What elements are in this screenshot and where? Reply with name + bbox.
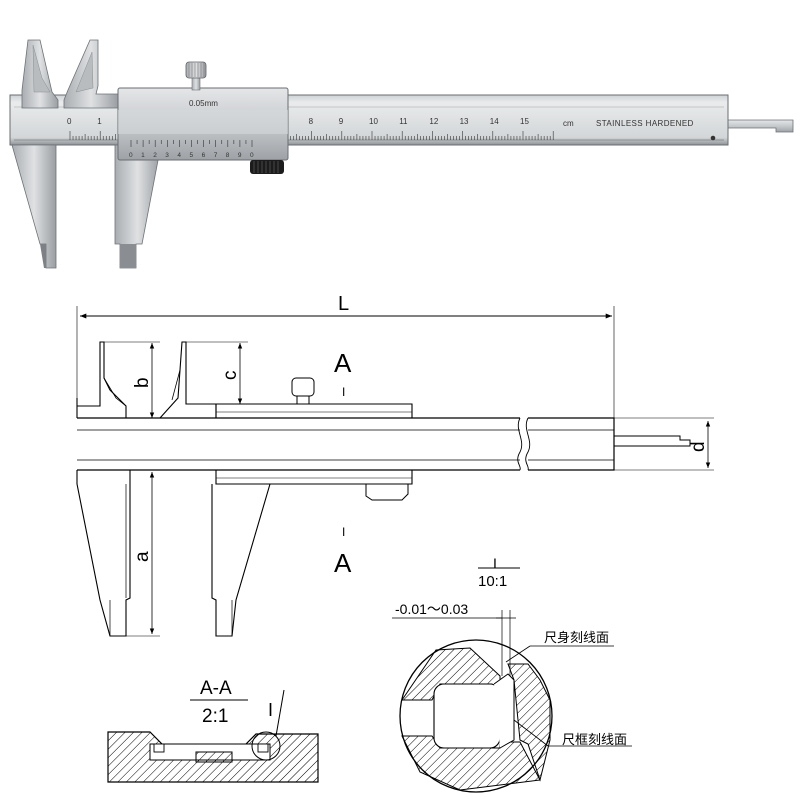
main-scale-label: 13 <box>460 117 469 126</box>
drawing-labels: L b c a d A I I A <box>132 293 709 578</box>
vernier-label: 4 <box>177 152 181 159</box>
section-view: A-A 2:1 I <box>107 678 319 783</box>
detail-marker-label: I <box>268 700 273 720</box>
main-scale-label: 11 <box>399 117 408 126</box>
drawing-thumb-roller <box>365 484 409 501</box>
detail-view: I 10:1 -0.01～0.03 尺身刻线面 尺框刻线面 <box>392 555 632 793</box>
detail-circle-marker <box>251 731 281 761</box>
unit-label: cm <box>563 119 574 128</box>
drawing-fixed-lower-jaw <box>76 470 131 637</box>
vernier-resolution: 0.05mm <box>189 99 218 108</box>
label-a: a <box>132 551 153 562</box>
drawing-slider-frame <box>215 403 413 485</box>
callout-frame-face: 尺框刻线面 <box>562 732 627 747</box>
section-scale: 2:1 <box>202 706 228 727</box>
detail-scale: 10:1 <box>478 573 507 590</box>
section-title: A-A <box>200 678 232 699</box>
main-scale-label: 9 <box>339 117 344 126</box>
label-L: L <box>338 293 349 315</box>
main-scale-label: 15 <box>520 117 529 126</box>
vernier-label: 5 <box>190 152 194 159</box>
drawing-sliding-lower-jaw <box>211 483 271 637</box>
section-letter-top: A <box>334 348 352 378</box>
main-scale-label: 8 <box>309 117 314 126</box>
vernier-label: 9 <box>238 152 242 159</box>
vernier-scale-ticks <box>130 140 253 147</box>
section-tick-top: I <box>342 385 345 399</box>
break-line <box>517 417 531 471</box>
callout-scale-face: 尺身刻线面 <box>544 630 609 645</box>
detail-title: I <box>493 555 497 571</box>
main-scale-label: 12 <box>429 117 438 126</box>
caliper-drawing <box>76 306 714 637</box>
label-c: c <box>220 371 241 381</box>
caliper-photo: 0123456789101112131415 cm STAINLESS HARD… <box>9 39 794 269</box>
tolerance-label: -0.01～0.03 <box>395 601 468 617</box>
main-scale-label: 10 <box>369 117 378 126</box>
vernier-label: 2 <box>153 152 157 159</box>
section-letter-bottom: A <box>334 548 352 578</box>
label-b: b <box>132 377 153 388</box>
fixed-lower-jaw <box>11 144 57 269</box>
vernier-label: 3 <box>165 152 169 159</box>
body-marking: STAINLESS HARDENED <box>596 119 694 128</box>
drawing-lock-screw <box>291 377 315 397</box>
depth-rod <box>717 119 794 133</box>
drawing-beam <box>77 417 615 471</box>
vernier-label: 7 <box>214 152 218 159</box>
main-scale-label: 14 <box>490 117 499 126</box>
drawing-sliding-upper-jaw <box>159 341 217 419</box>
label-d: d <box>688 441 709 452</box>
vernier-label: 0 <box>250 152 254 159</box>
vernier-label: 0 <box>129 152 133 159</box>
drawing-depth-rod <box>614 435 691 447</box>
vernier-label: 6 <box>202 152 206 159</box>
vernier-scale-labels: 0 1 2 3 4 5 6 7 8 9 0 <box>129 152 254 159</box>
detail-circle <box>399 639 553 793</box>
main-scale-label: 0 <box>67 117 72 126</box>
thumb-roller <box>250 160 284 174</box>
vernier-label: 1 <box>141 152 145 159</box>
vernier-label: 8 <box>226 152 230 159</box>
main-scale-label: 1 <box>97 117 102 126</box>
section-tick-bottom: I <box>342 525 345 539</box>
drawing-fixed-upper-jaw <box>76 341 127 418</box>
beam-end-screw <box>710 135 716 141</box>
